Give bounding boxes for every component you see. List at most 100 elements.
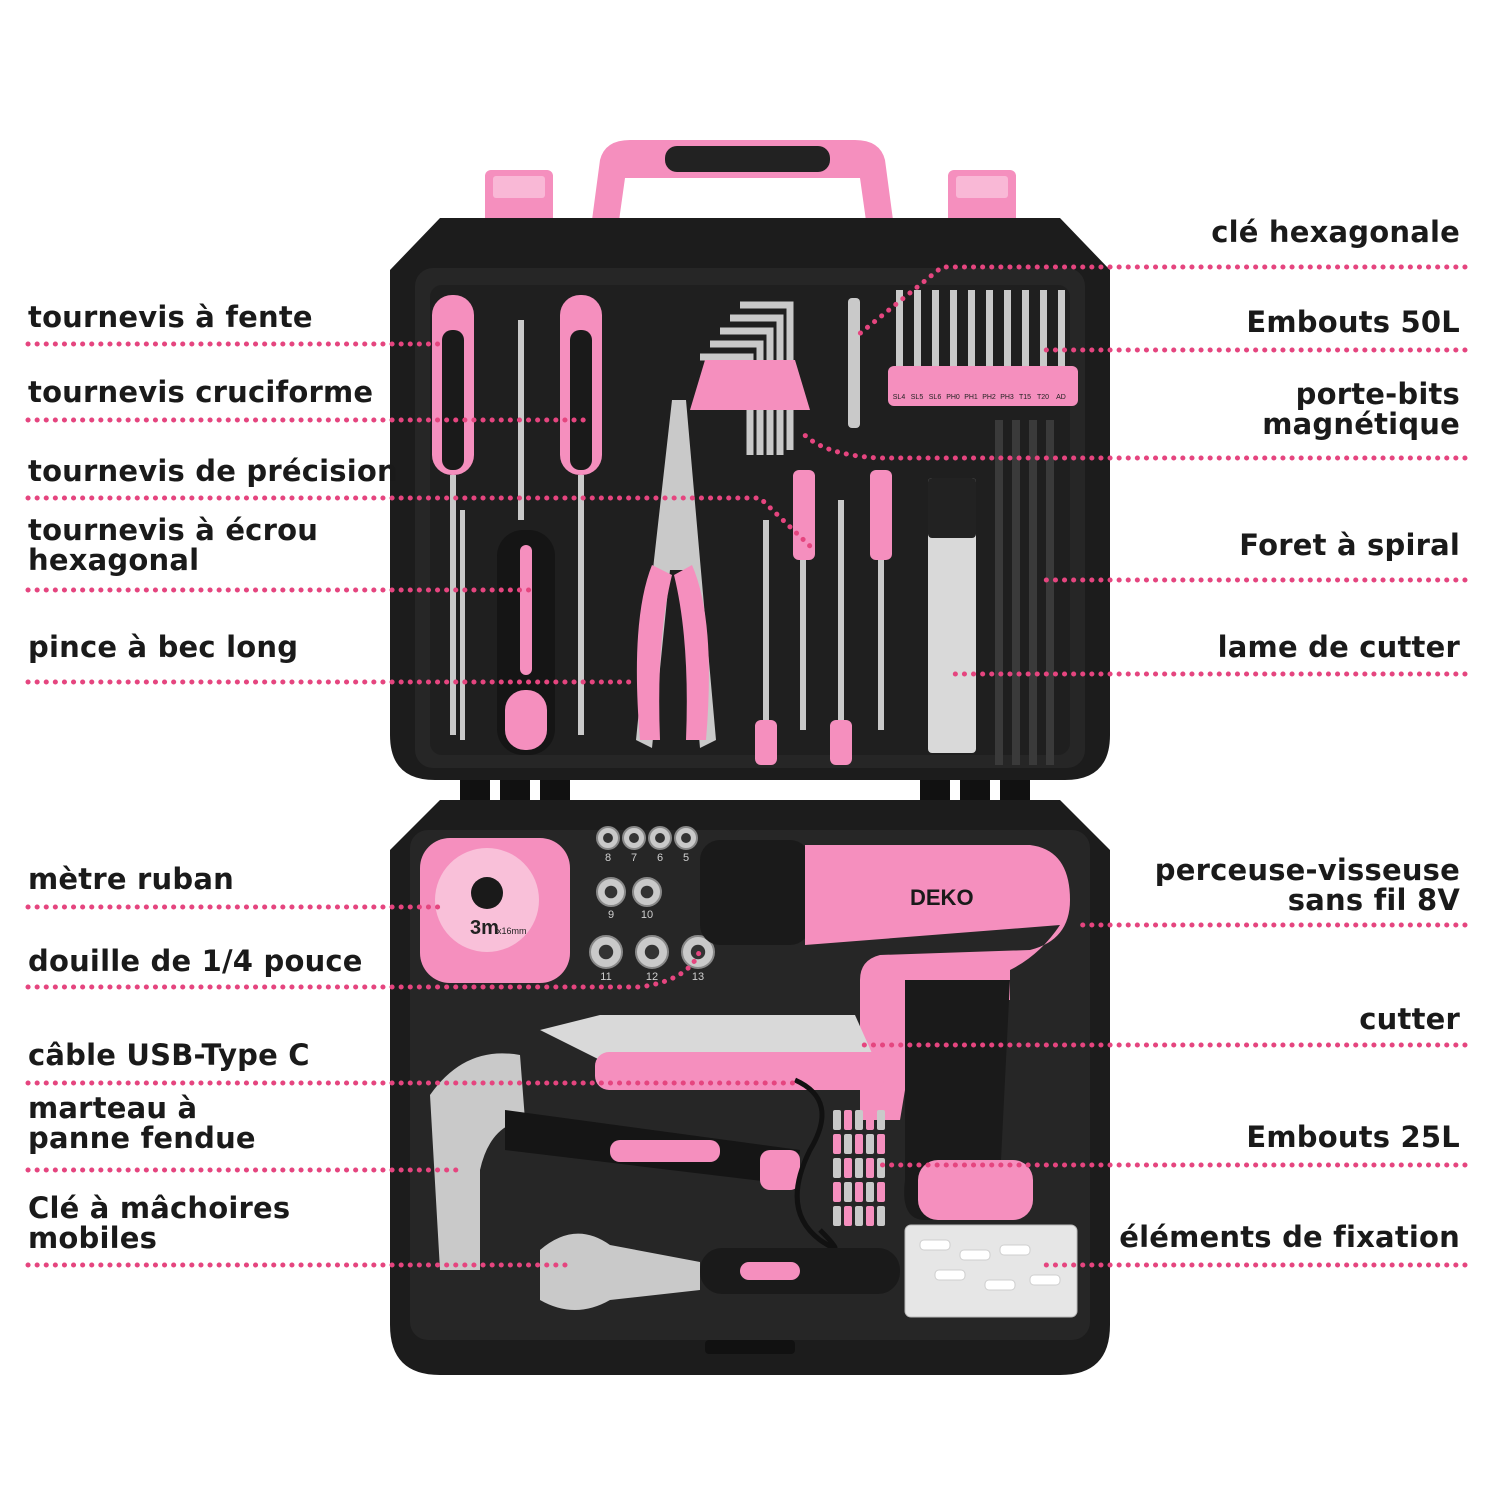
leader-lines xyxy=(25,264,1468,1268)
cordless-drill: DEKO xyxy=(700,840,1070,1220)
bit-label: PH2 xyxy=(982,394,996,401)
slotted-screwdriver xyxy=(432,295,474,735)
bit xyxy=(866,1110,874,1130)
fasteners-box xyxy=(904,1224,1078,1318)
socket-size-label: 8 xyxy=(605,852,611,864)
bit xyxy=(932,290,939,366)
case-hinges xyxy=(460,780,1030,802)
bit-label: PH3 xyxy=(1000,394,1014,401)
utility-cutter xyxy=(540,1015,885,1090)
bit-set-50: SL4 SL5 SL6 PH0 PH1 PH2 PH3 T15 T20 AD xyxy=(888,290,1078,406)
bit xyxy=(866,1134,874,1154)
bit xyxy=(844,1110,852,1130)
drill-brand-label: DEKO xyxy=(910,885,974,910)
socket-size-label: 12 xyxy=(646,971,658,983)
bit-set-25 xyxy=(833,1110,885,1226)
bit xyxy=(877,1182,885,1202)
leader-line xyxy=(25,947,703,990)
bit xyxy=(986,290,993,366)
bit xyxy=(855,1134,863,1154)
leader-line xyxy=(25,495,815,551)
hex-key-set xyxy=(700,301,794,455)
socket-size-label: 6 xyxy=(657,852,663,864)
socket-size-label: 5 xyxy=(683,852,689,864)
bit xyxy=(1022,290,1029,366)
nut-driver xyxy=(460,510,555,755)
bit-label: PH0 xyxy=(946,394,960,401)
label-adjustable-wrench: Clé à mâchoires mobiles xyxy=(28,1191,291,1255)
magnetic-bit-holder xyxy=(848,298,860,428)
bit xyxy=(833,1134,841,1154)
tape-measure: 3m x16mm xyxy=(420,838,570,983)
socket-size-label: 13 xyxy=(692,971,704,983)
case-handle xyxy=(590,140,895,235)
bit-label: PH1 xyxy=(964,394,978,401)
bit xyxy=(833,1182,841,1202)
socket-set: 8 7 6 5 9 10 11 12 13 xyxy=(589,826,715,983)
adjustable-wrench xyxy=(540,1233,900,1310)
bit xyxy=(833,1110,841,1130)
label-claw-hammer: marteau à panne fendue xyxy=(28,1091,256,1155)
label-magnetic-bit-holder: porte-bits magnétique xyxy=(1262,377,1460,441)
bit-label: T15 xyxy=(1019,394,1031,401)
label-phillips-screwdriver: tournevis cruciforme xyxy=(28,375,374,409)
bit-label: SL4 xyxy=(893,394,906,401)
bit-label: T20 xyxy=(1037,394,1049,401)
bit xyxy=(1040,290,1047,366)
bit xyxy=(844,1206,852,1226)
bit xyxy=(855,1182,863,1202)
usb-c-cable xyxy=(793,1077,838,1251)
bit xyxy=(877,1110,885,1130)
bit xyxy=(896,290,903,366)
bit xyxy=(866,1158,874,1178)
tape-measure-length: 3m xyxy=(470,917,499,939)
cutter-blade-pack xyxy=(928,478,976,753)
bit xyxy=(833,1158,841,1178)
label-slotted-screwdriver: tournevis à fente xyxy=(28,300,313,334)
label-twist-drill: Foret à spiral xyxy=(1239,528,1460,562)
bit xyxy=(950,290,957,366)
tape-measure-width: x16mm xyxy=(497,926,527,936)
socket-size-label: 10 xyxy=(641,909,653,921)
label-cutter: cutter xyxy=(1359,1002,1460,1036)
socket-size-label: 11 xyxy=(600,971,611,983)
label-cordless-drill: perceuse-visseuse sans fil 8V xyxy=(1154,853,1460,917)
bit-label: SL6 xyxy=(929,394,942,401)
bit xyxy=(877,1134,885,1154)
label-usb-cable: câble USB-Type C xyxy=(28,1038,310,1072)
label-precision-screwdriver: tournevis de précision xyxy=(28,454,398,488)
socket-size-label: 7 xyxy=(631,852,637,864)
bit xyxy=(855,1158,863,1178)
bit xyxy=(968,290,975,366)
label-hex-key: clé hexagonale xyxy=(1211,215,1460,249)
needle-nose-pliers xyxy=(636,400,716,748)
bit xyxy=(866,1182,874,1202)
bit xyxy=(844,1182,852,1202)
label-bits-50: Embouts 50L xyxy=(1246,305,1460,339)
bit xyxy=(866,1206,874,1226)
label-fasteners: éléments de fixation xyxy=(1119,1220,1460,1254)
bit xyxy=(877,1206,885,1226)
bit xyxy=(855,1206,863,1226)
label-needle-nose-pliers: pince à bec long xyxy=(28,630,299,664)
socket-size-label: 9 xyxy=(608,909,614,921)
bit xyxy=(1004,290,1011,366)
leader-line xyxy=(855,264,1468,338)
label-tape-measure: mètre ruban xyxy=(28,862,234,896)
bit xyxy=(833,1206,841,1226)
bit-label: AD xyxy=(1056,394,1066,401)
claw-hammer xyxy=(430,1053,800,1270)
bit xyxy=(1058,290,1065,366)
bit-label: SL5 xyxy=(911,394,924,401)
label-cutter-blade: lame de cutter xyxy=(1217,630,1460,664)
bit xyxy=(914,290,921,366)
bit xyxy=(844,1134,852,1154)
label-nut-driver: tournevis à écrou hexagonal xyxy=(28,513,319,577)
bit xyxy=(877,1158,885,1178)
precision-screwdrivers xyxy=(755,470,892,765)
leader-line xyxy=(797,427,1468,461)
label-socket: douille de 1/4 pouce xyxy=(28,944,363,978)
bit xyxy=(844,1158,852,1178)
